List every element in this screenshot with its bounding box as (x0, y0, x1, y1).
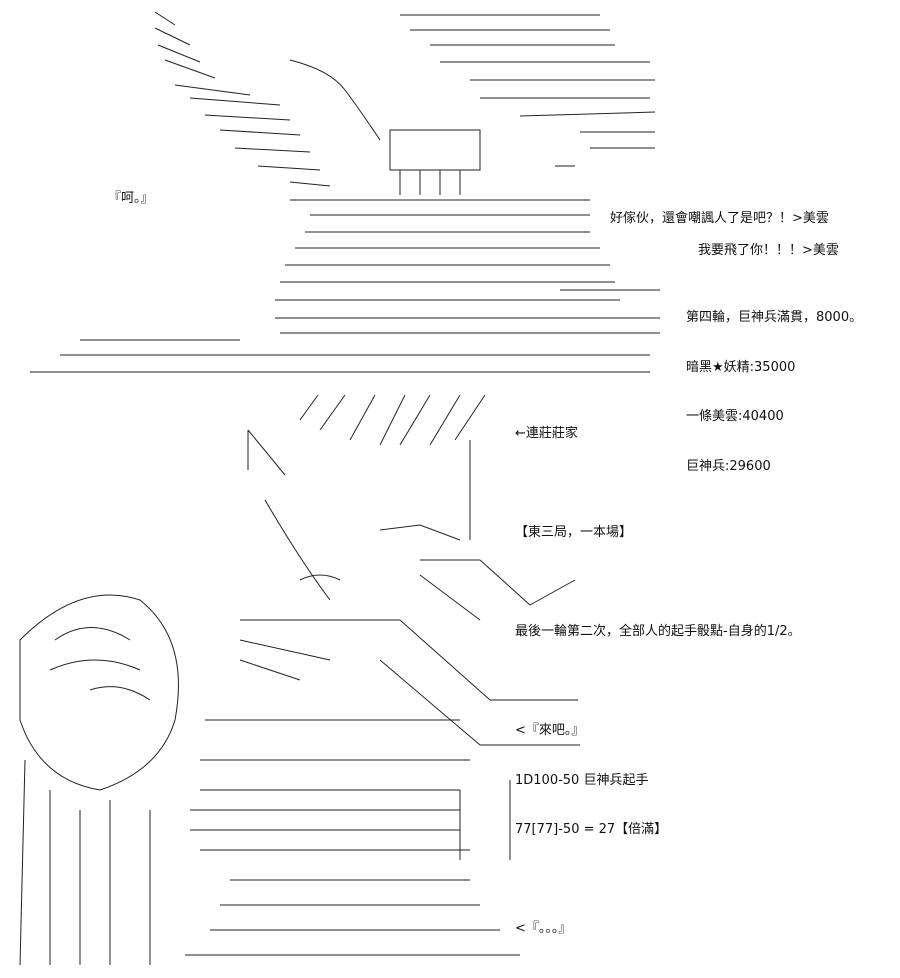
log-line-round-header: 【東三局，一本場】 (515, 525, 633, 540)
dialogue-1-block: 好傢伙，還會嘲諷人了是吧？！>美雲 (610, 178, 829, 244)
dialogue-2-block: 我要飛了你！！！>美雲 (698, 210, 839, 276)
log-line-spacer (515, 476, 801, 493)
log-line-speech-ellipsis: <『。。。』 (515, 921, 572, 936)
speaker-left-line: 『呵。』 (108, 191, 154, 206)
game-log-block: ←連莊莊家 【東三局，一本場】 最後一輪第二次，全部人的起手骰點-自身的1/2。… (515, 393, 801, 954)
dialogue-2-line: 我要飛了你！！！>美雲 (698, 243, 839, 258)
log-line-roll: 1D100-50 巨神兵起手 (515, 772, 649, 788)
log-line-spacer (515, 674, 801, 691)
dialogue-1-line: 好傢伙，還會嘲諷人了是吧？！>美雲 (610, 211, 829, 226)
status-line-ichijo-miyun: 一條美雲:40400 (686, 409, 784, 424)
score-status-block: 第四輪，巨神兵滿貫，8000。 暗黑★妖精:35000 一條美雲:40400 巨… (686, 277, 862, 492)
status-line-round: 第四輪，巨神兵滿貫，8000。 (686, 310, 863, 325)
log-line-speech-come: <『來吧。』 (515, 723, 585, 738)
speaker-left-text: 『呵。』 (108, 158, 154, 224)
log-line-roll-result: 77[77]-50 = 27【倍滿】 (515, 822, 668, 837)
upper-creature-art (30, 11, 660, 373)
log-line-dealer: ←連莊莊家 (515, 426, 578, 441)
status-line-god-soldier: 巨神兵:29600 (686, 458, 771, 474)
log-line-spacer (515, 872, 801, 889)
log-line-spacer (515, 575, 801, 592)
log-line-rule: 最後一輪第二次，全部人的起手骰點-自身的1/2。 (515, 624, 801, 639)
lower-figure-art (19, 394, 580, 966)
status-line-dark-elf: 暗黑★妖精:35000 (686, 359, 796, 375)
